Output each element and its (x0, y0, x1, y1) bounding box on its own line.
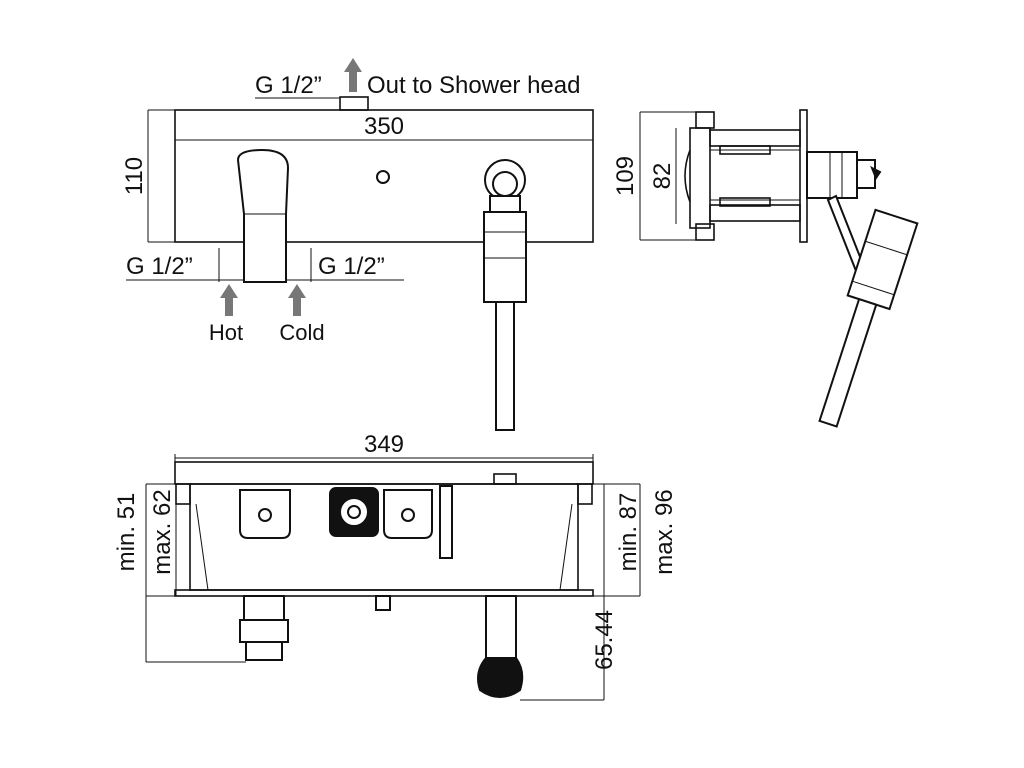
outlet-left-nut (239, 619, 289, 643)
bottom-brace-left (195, 503, 209, 591)
label-thread-right: G 1/2” (318, 253, 385, 280)
side-handle-hub (806, 151, 858, 199)
side-tab-a (719, 145, 771, 155)
dim-82: 82 (649, 163, 676, 190)
side-handle-tip (870, 165, 882, 181)
dim-350: 350 (364, 113, 404, 140)
label-thread-top: G 1/2” (255, 72, 322, 99)
front-view: G 1/2” Out to Shower head 350 110 G 1/2”… (121, 58, 594, 431)
side-rail-top (709, 129, 801, 147)
shower-outlet-stub (339, 96, 369, 111)
side-rail-bottom (709, 204, 801, 222)
handle-knob-inner (492, 171, 518, 197)
dim-110: 110 (121, 157, 148, 195)
outlet-left-end (245, 641, 283, 661)
outlet-hose-head (477, 657, 524, 698)
bottom-ear-right (577, 483, 593, 505)
label-out-shower: Out to Shower head (367, 72, 580, 99)
pocket-left-hole (258, 508, 272, 522)
spout (236, 148, 290, 283)
dim-109: 109 (612, 156, 639, 196)
side-shower-line (865, 240, 908, 256)
hose (495, 301, 515, 431)
up-arrow-icon (220, 284, 238, 316)
side-clip-top (695, 111, 715, 129)
dim-min-51: min. 51 (113, 493, 140, 572)
dim-min-87: min. 87 (615, 493, 642, 572)
side-view: 109 82 (612, 109, 919, 428)
side-handle-cap (856, 159, 876, 189)
handle-neck (489, 195, 521, 213)
side-body-back (689, 127, 711, 229)
bottom-lever-slot (439, 485, 453, 559)
side-wall-plate (799, 109, 808, 243)
dim-65-44: 65.44 (591, 610, 618, 670)
label-hot: Hot (209, 320, 243, 345)
side-clip-bottom (695, 223, 715, 241)
side-shower-line-b (852, 280, 895, 296)
dim-max-96: max. 96 (651, 489, 678, 574)
pocket-right-hole (401, 508, 415, 522)
bottom-stub (493, 473, 517, 485)
front-handle (483, 159, 527, 431)
handle-body (483, 211, 527, 303)
outlet-hose (485, 595, 517, 659)
side-curve (684, 149, 691, 203)
up-arrow-icon (288, 284, 306, 316)
plate-hole (376, 170, 390, 184)
bottom-brace-right (559, 503, 573, 591)
bottom-top-plate (174, 461, 594, 485)
side-tab-b (719, 197, 771, 207)
label-thread-left: G 1/2” (126, 253, 193, 280)
side-hose (818, 297, 878, 428)
front-plate (174, 109, 594, 243)
up-arrow-icon (344, 58, 362, 92)
dim-349: 349 (364, 431, 404, 458)
side-hand-shower (818, 208, 919, 428)
outlet-left-top (243, 595, 285, 621)
outlet-center (375, 595, 391, 611)
bottom-ear-left (175, 483, 191, 505)
bottom-view: 349 min. 51 max. 62 (113, 431, 678, 701)
dim-max-62: max. 62 (149, 489, 176, 574)
pocket-center-hole (347, 505, 361, 519)
label-cold: Cold (279, 320, 324, 345)
